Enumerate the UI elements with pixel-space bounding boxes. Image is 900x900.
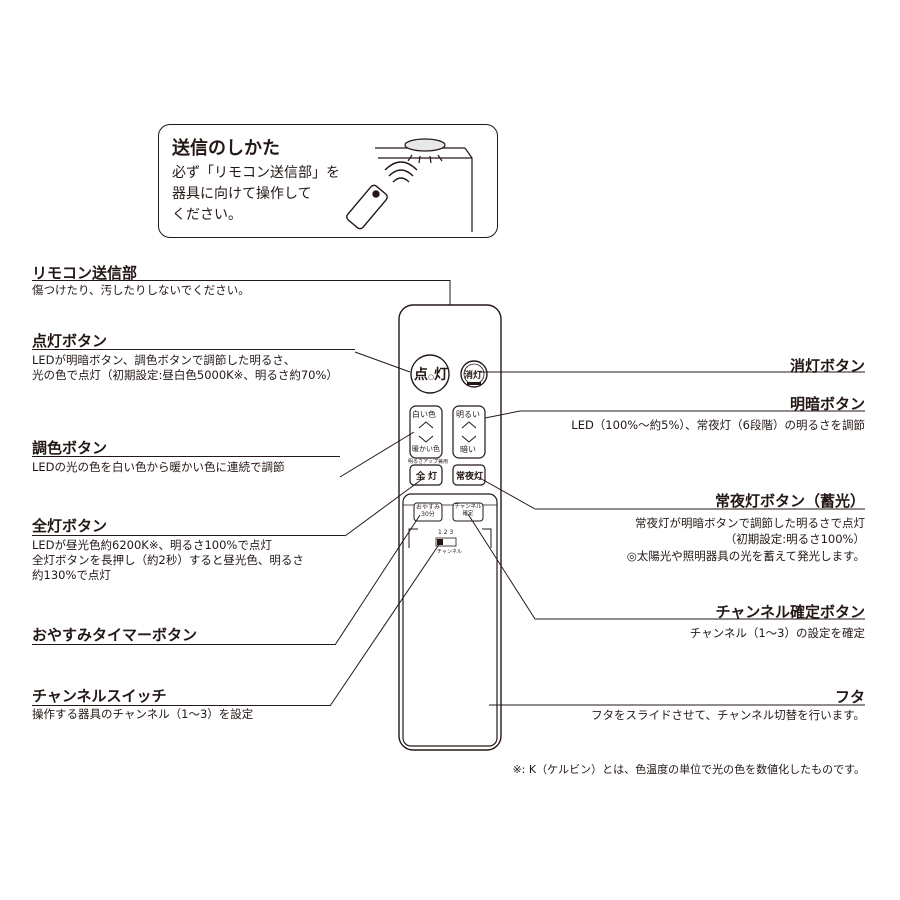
label-on-title: 点灯ボタン (32, 332, 108, 350)
label-off-title: 消灯ボタン (789, 357, 865, 375)
label-confirm-desc: チャンネル（1〜3）の設定を確定 (689, 626, 865, 640)
label-full-desc-1: LEDが昼光色約6200K※、明るさ100%で点灯 (32, 538, 272, 552)
label-cover-desc: フタをスライドさせて、チャンネル切替を行います。 (591, 708, 865, 722)
leader-lines (329, 280, 865, 707)
on-button[interactable]: 点○灯 (413, 367, 449, 383)
color-button-top[interactable]: 白い色 (412, 410, 436, 419)
label-full-desc-3: 約130%で点灯 (32, 568, 111, 582)
remote-signal-illustration (346, 161, 418, 230)
channel-switch-numbers: 1 2 3 (438, 529, 454, 536)
off-button-shape (460, 360, 488, 388)
label-transmitter-title: リモコン送信部 (32, 264, 138, 282)
night-button-shape (452, 464, 486, 486)
label-on-desc-1: LEDが明暗ボタン、調色ボタンで調節した明るさ、 (32, 353, 296, 367)
full-button[interactable]: 全 灯 (416, 472, 438, 482)
label-transmitter-desc: 傷つけたり、汚したりしないでください。 (32, 283, 250, 297)
label-full-title: 全灯ボタン (32, 517, 108, 535)
confirm-button[interactable]: チャンネル 確定 (454, 504, 482, 518)
label-channel-switch-desc: 操作する器具のチャンネル（1〜3）を設定 (32, 707, 254, 721)
send-instructions-box (158, 124, 498, 238)
brightness-button-top[interactable]: 明るい (456, 410, 480, 419)
timer-button-label-2: 30分 (421, 511, 435, 518)
label-confirm-title: チャンネル確定ボタン (715, 603, 865, 621)
full-button-shape (409, 464, 443, 486)
label-night-desc-1: 常夜灯が明暗ボタンで調節した明るさで点灯 (635, 516, 865, 530)
label-timer-title: おやすみタイマーボタン (32, 626, 198, 644)
label-color-desc: LEDの光の色を白い色から暖かい色に連続で調節 (32, 460, 285, 474)
label-color-title: 調色ボタン (32, 439, 108, 457)
send-instructions-title: 送信のしかた (172, 138, 280, 159)
on-button-shape (410, 354, 450, 394)
brightness-button-bottom[interactable]: 暗い (460, 445, 476, 454)
label-brightness-title: 明暗ボタン (789, 395, 865, 413)
full-button-note: 明るさアップ兼用 (408, 459, 449, 465)
channel-switch-label: チャンネル (437, 549, 462, 555)
color-button-bottom[interactable]: 暖かい色 (412, 445, 440, 453)
label-full-desc-2: 全灯ボタンを長押し（約2秒）すると昼光色、明るさ (32, 553, 304, 567)
brightness-button-shape (452, 405, 486, 459)
label-night-desc-2: （初期設定:明るさ100%） (724, 532, 865, 546)
label-night-desc-3: ◎太陽光や照明器具の光を蓄えて発光します。 (626, 549, 865, 563)
night-button[interactable]: 常夜灯 (456, 472, 484, 482)
channel-switch-shape (435, 537, 457, 547)
confirm-button-label-1: チャンネル (454, 504, 482, 510)
send-instructions-body: 必ず「リモコン送信部」を 器具に向けて操作して ください。 (172, 165, 340, 223)
label-on-desc-2: 光の色で点灯（初期設定:昼白色5000K※、明るさ約70%） (32, 368, 338, 382)
label-brightness-desc: LED（100%〜約5%）、常夜灯（6段階）の明るさを調節 (571, 418, 865, 432)
remote-cover (402, 493, 498, 747)
label-channel-switch-title: チャンネルスイッチ (32, 687, 167, 705)
ceiling-light-illustration (375, 138, 473, 232)
confirm-button-label-2: 確定 (462, 511, 474, 517)
on-button-label-1: 点 (413, 367, 428, 383)
color-button-shape (409, 405, 443, 459)
off-button[interactable]: 消灯 (464, 371, 483, 381)
timer-button-shape (413, 502, 443, 522)
footnote: ※: K（ケルビン）とは、色温度の単位で光の色を数値化したものです。 (512, 763, 865, 776)
timer-button[interactable]: おやすみ 30分 (415, 504, 441, 518)
label-cover-title: フタ (834, 688, 865, 706)
label-night-title: 常夜灯ボタン（蓄光） (714, 492, 865, 510)
confirm-button-shape (452, 502, 484, 522)
timer-button-label-1: おやすみ (415, 504, 440, 511)
on-button-label-2: 灯 (434, 367, 449, 383)
